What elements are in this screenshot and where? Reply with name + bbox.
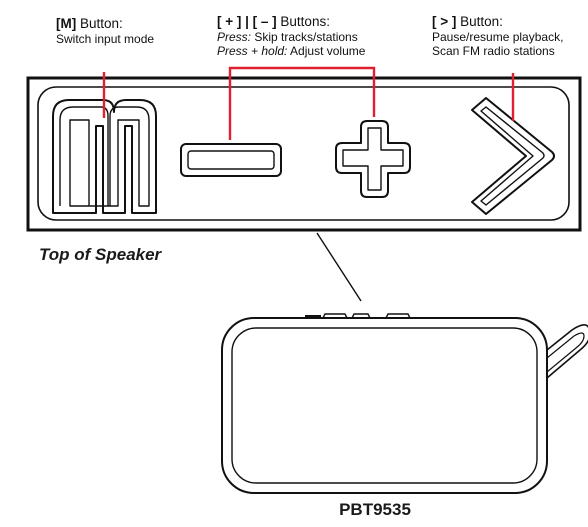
top-of-speaker-label: Top of Speaker: [39, 245, 162, 264]
m-button-callout: [M] Button: Switch input mode: [56, 16, 154, 46]
plus-minus-callout: [ + ] | [ – ] Buttons: Press: Skip track…: [217, 14, 365, 58]
hold-description: Adjust volume: [290, 44, 366, 58]
m-button-key: [M]: [56, 16, 77, 31]
callout-lines: [102, 66, 515, 140]
next-button-suffix: Button:: [460, 14, 503, 29]
plus-minus-key: [ + ] | [ – ]: [217, 14, 277, 29]
hold-label: Press + hold:: [217, 44, 288, 58]
m-button-icon: [52, 99, 157, 214]
minus-button-icon: [180, 143, 282, 177]
connector-line: [316, 232, 362, 302]
plus-minus-callout-line: [228, 66, 376, 140]
plus-minus-suffix: Buttons:: [280, 14, 330, 29]
model-label: PBT9535: [339, 500, 411, 519]
speaker-body: [221, 313, 588, 494]
next-button-callout: [ > ] Button: Pause/resume playback, Sca…: [432, 14, 563, 58]
m-button-suffix: Button:: [80, 16, 123, 31]
next-button-description-1: Pause/resume playback,: [432, 30, 564, 44]
next-button-icon: [471, 97, 555, 215]
press-description: Skip tracks/stations: [254, 30, 358, 44]
top-panel: [26, 76, 582, 232]
plus-button-icon: [335, 120, 411, 198]
next-button-description-2: Scan FM radio stations: [432, 44, 555, 58]
m-button-description: Switch input mode: [56, 32, 155, 46]
press-label: Press:: [217, 30, 252, 44]
next-button-key: [ > ]: [432, 14, 457, 29]
